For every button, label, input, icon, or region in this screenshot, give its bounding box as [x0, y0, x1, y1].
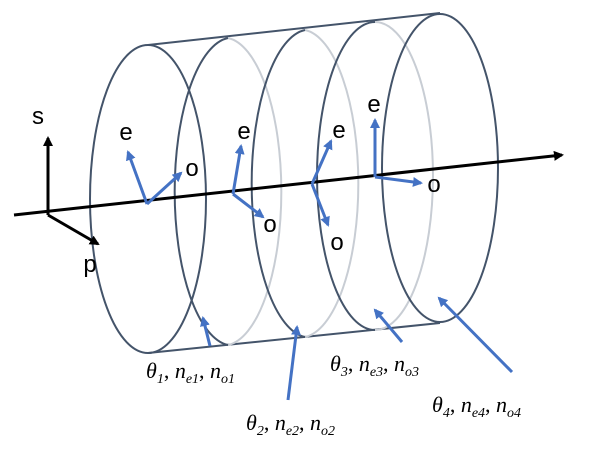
plate-boundary-2: [250, 29, 306, 338]
callout-arrow-plate-4: [437, 296, 514, 374]
theta-1: θ: [146, 358, 157, 383]
propagation-axis: [13, 150, 564, 217]
callout-arrow-plate-2: [286, 325, 301, 401]
e-axis-label-1: e: [119, 119, 132, 146]
ne-1: n: [175, 358, 186, 383]
ne-2: n: [275, 410, 286, 435]
plate-boundary-hidden-2: [304, 29, 360, 338]
s-axis-label: s: [32, 103, 44, 130]
no-2: n: [310, 410, 321, 435]
ne-4: n: [461, 392, 472, 417]
plate-face-front: [89, 44, 207, 354]
e-axis-label-4: e: [367, 91, 380, 118]
plate-boundary-hidden-1: [227, 37, 283, 346]
no-1: n: [210, 358, 221, 383]
theta-3: θ: [330, 351, 341, 376]
callout-arrow-plate-1: [200, 316, 212, 347]
e-axis-arrow-1: [126, 150, 149, 205]
no-3: n: [394, 351, 405, 376]
o-axis-arrow-4: [374, 175, 423, 187]
plate-face-back: [381, 13, 499, 323]
e-axis-label-2: e: [237, 118, 250, 145]
e-axis-arrow-2: [231, 144, 245, 195]
o-axis-label-3: o: [330, 229, 343, 256]
plate-1-params: θ1, ne1, no1: [146, 358, 235, 387]
plate-4-params: θ4, ne4, no4: [432, 392, 521, 421]
o-axis-arrow-1: [145, 171, 183, 206]
callout-arrow-plate-3: [373, 308, 404, 343]
o-axis-label-2: o: [263, 211, 276, 238]
p-axis-arrow: [47, 213, 100, 246]
ne-3: n: [359, 351, 370, 376]
no-4: n: [496, 392, 507, 417]
o-axis-label-1: o: [185, 155, 198, 182]
theta-2: θ: [246, 410, 257, 435]
plate-2-params: θ2, ne2, no2: [246, 410, 335, 439]
plate-boundary-hidden-3: [374, 21, 434, 331]
o-axis-label-4: o: [427, 171, 440, 198]
theta-4: θ: [432, 392, 443, 417]
plate-3-params: θ3, ne3, no3: [330, 351, 419, 380]
e-axis-label-3: e: [332, 117, 345, 144]
cylinder-top-edge: [147, 12, 441, 46]
o-axis-arrow-3: [310, 183, 330, 227]
o-axis-arrow-2: [232, 192, 265, 219]
e-axis-arrow-3: [310, 139, 333, 185]
p-axis-label: p: [83, 251, 96, 278]
